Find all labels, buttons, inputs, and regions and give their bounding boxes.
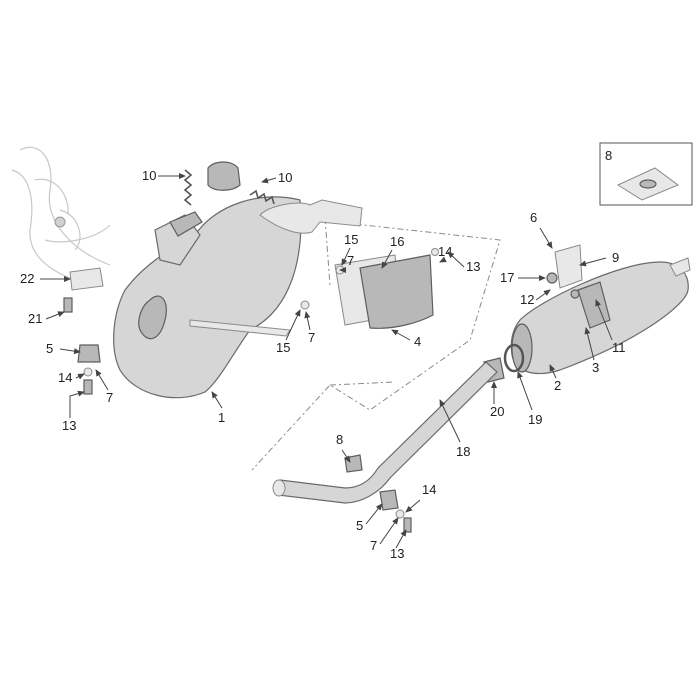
leader-line-c16 <box>381 249 393 269</box>
callout-label-c4: 4 <box>414 334 421 349</box>
callout-label-c5b: 5 <box>356 518 363 533</box>
leader-line-c13b <box>447 251 465 268</box>
silencer-bracket <box>554 244 583 289</box>
callout-label-c20: 20 <box>490 404 504 419</box>
callout-label-c6: 6 <box>530 210 537 225</box>
callout-label-c15a: 15 <box>344 232 358 247</box>
silencer <box>510 257 691 375</box>
callout-label-c14c: 14 <box>422 482 436 497</box>
callout-label-c19: 19 <box>528 412 542 427</box>
callout-label-c12: 12 <box>520 292 534 307</box>
callout-label-c5a: 5 <box>46 341 53 356</box>
callout-label-c1: 1 <box>218 410 225 425</box>
rubber-mount-right <box>379 489 399 511</box>
callout-label-c21: 21 <box>28 311 42 326</box>
assembly-boundary <box>251 217 501 471</box>
leader-line-c8 <box>341 449 351 463</box>
leader-line-c7c <box>304 311 311 331</box>
side-cover-4 <box>359 254 434 329</box>
leader-line-c6 <box>539 227 553 249</box>
leader-line-c4 <box>391 329 411 341</box>
callout-label-c8: 8 <box>336 432 343 447</box>
leader-line-c12 <box>535 289 551 301</box>
inset-box <box>599 142 693 206</box>
leader-line-c14c <box>405 499 421 513</box>
leader-line-c15b <box>285 309 301 341</box>
leader-line-c13a <box>69 390 85 418</box>
callout-label-c16: 16 <box>390 234 404 249</box>
leader-line-c9 <box>579 257 607 267</box>
callout-label-c7b: 7 <box>347 253 354 268</box>
callout-label-c13c: 13 <box>390 546 404 561</box>
spring-left <box>183 169 193 206</box>
flange-top <box>207 161 241 191</box>
leader-line-c7a <box>95 369 109 391</box>
leader-line-c14b <box>439 256 447 263</box>
inset-label: 8 <box>605 148 612 163</box>
leader-line-c18 <box>439 399 461 443</box>
callout-label-c7c: 7 <box>308 330 315 345</box>
callout-label-c17: 17 <box>500 270 514 285</box>
callout-label-c2: 2 <box>554 378 561 393</box>
leader-line-c15a <box>341 247 351 266</box>
callout-label-c14a: 14 <box>58 370 72 385</box>
leader-line-c2 <box>549 364 557 379</box>
leader-line-c11 <box>595 299 613 341</box>
leader-line-c5a <box>59 348 81 355</box>
gasket <box>503 343 525 373</box>
leader-line-c1 <box>211 391 223 409</box>
callout-label-c11: 11 <box>612 340 626 355</box>
leader-line-c7d <box>379 517 399 545</box>
rubber-mount-left <box>77 344 101 363</box>
expansion-chamber <box>113 196 363 399</box>
callout-label-c13b: 13 <box>466 259 480 274</box>
callout-label-c18: 18 <box>456 444 470 459</box>
leader-line-c14a <box>75 373 85 380</box>
leader-line-c19 <box>517 371 533 411</box>
callout-label-c14b: 14 <box>438 244 452 259</box>
spring-right <box>249 189 275 205</box>
callout-label-c9: 9 <box>612 250 619 265</box>
leader-line-c21 <box>45 311 65 320</box>
frame-outline <box>11 146 111 286</box>
leader-line-c3 <box>584 327 595 361</box>
leader-line-c5b <box>365 503 383 525</box>
callout-label-c10a: 10 <box>142 168 156 183</box>
mid-pipe <box>277 361 498 504</box>
callout-label-c10b: 10 <box>278 170 292 185</box>
callout-label-c7a: 7 <box>106 390 113 405</box>
callout-label-c13a: 13 <box>62 418 76 433</box>
leader-line-c10b <box>261 177 277 184</box>
leader-line-c13c <box>395 529 407 549</box>
callout-label-c3: 3 <box>592 360 599 375</box>
callout-label-c7d: 7 <box>370 538 377 553</box>
callout-label-c15b: 15 <box>276 340 290 355</box>
bracket <box>69 267 104 291</box>
bolt-21 <box>63 297 73 313</box>
callout-label-c22: 22 <box>20 271 34 286</box>
